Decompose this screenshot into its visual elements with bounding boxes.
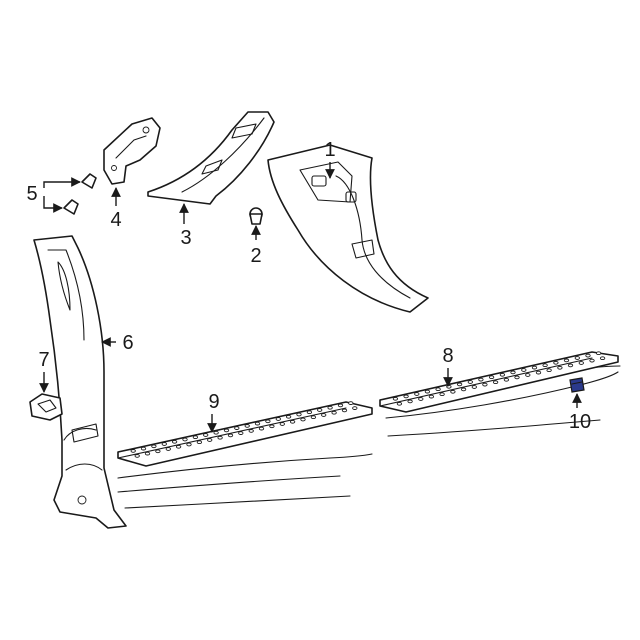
scuff-plate-8-holes <box>392 351 606 406</box>
part-7-grommet[interactable] <box>29 393 63 421</box>
callout-2: 2 <box>250 245 261 267</box>
callout-7: 7 <box>38 349 49 371</box>
callout-6: 6 <box>122 332 133 354</box>
callout-labels: 1 2 3 4 5 6 7 8 9 10 <box>26 139 591 433</box>
part-1-cowl-trim-panel[interactable] <box>267 144 429 313</box>
callout-4: 4 <box>110 209 121 231</box>
callout-9: 9 <box>208 391 219 413</box>
callout-10: 10 <box>569 411 591 433</box>
part-5-clips[interactable] <box>63 173 97 215</box>
leader-lines <box>39 162 582 433</box>
part-10-clip[interactable] <box>569 377 585 393</box>
part-6-b-pillar-trim[interactable] <box>33 235 127 529</box>
part-2-clip[interactable] <box>249 207 263 225</box>
part-3-pillar-trim[interactable] <box>147 111 275 205</box>
callout-8: 8 <box>442 345 453 367</box>
callout-3: 3 <box>180 227 191 249</box>
part-9-front-scuff-plate[interactable] <box>117 401 373 467</box>
scuff-plate-9-holes <box>130 401 358 458</box>
callout-5: 5 <box>26 183 37 205</box>
part-8-rear-scuff-plate[interactable] <box>379 351 619 413</box>
part-4-bracket[interactable] <box>103 117 161 185</box>
callout-1: 1 <box>324 139 335 161</box>
